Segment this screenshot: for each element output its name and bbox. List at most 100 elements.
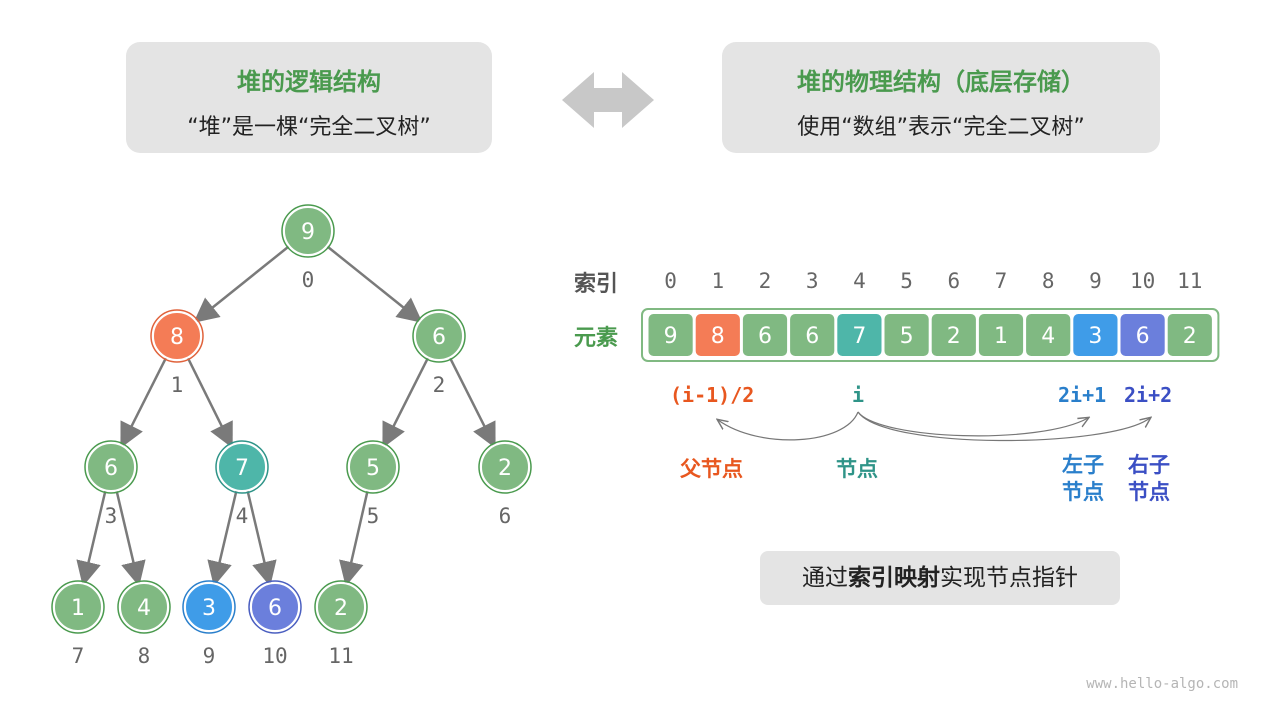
array-cell-value: 9 [664, 324, 678, 349]
tree-node [348, 442, 398, 492]
tree-edge [448, 356, 496, 449]
tree-node [283, 206, 333, 256]
array-index: 11 [1177, 269, 1202, 293]
array-cell [1167, 314, 1212, 356]
tree-node-value: 3 [202, 596, 216, 621]
array-cell [1120, 314, 1165, 356]
tree-node-value: 2 [498, 456, 512, 481]
array-cell-value: 6 [805, 324, 819, 349]
tree-edge [193, 245, 291, 323]
tree-node-index: 5 [367, 504, 380, 528]
array-cell-value: 7 [852, 324, 866, 349]
curve-to-parent [718, 411, 859, 441]
array-index: 4 [853, 269, 866, 293]
physical-structure-title: 堆的物理结构（底层存储） [797, 68, 1085, 96]
tree-node [53, 582, 103, 632]
tree-edge [382, 356, 430, 449]
tree-node [119, 582, 169, 632]
array-cell [931, 314, 976, 356]
tree-node-value: 2 [334, 596, 348, 621]
logical-structure-title: 堆的逻辑结构 [237, 68, 381, 96]
tree-edge [339, 490, 369, 587]
tree-node-value: 5 [366, 456, 380, 481]
array-cell [978, 314, 1024, 356]
tree-node-ring [117, 580, 171, 634]
tree-node-index: 8 [138, 644, 151, 668]
tree-node-value: 7 [235, 456, 249, 481]
tree-node-ring [412, 309, 466, 363]
left-child-label: 左子 节点 [1062, 453, 1104, 504]
right-child-formula: 2i+2 [1124, 383, 1173, 407]
array-cell-value: 8 [711, 324, 725, 349]
tree-node [316, 582, 366, 632]
tree-node-value: 1 [71, 596, 85, 621]
array-cell-value: 4 [1041, 324, 1055, 349]
watermark: www.hello-algo.com [1086, 676, 1238, 692]
tree-edge [76, 490, 107, 587]
note-suffix: 实现节点指针 [940, 565, 1078, 591]
array-cell-value: 2 [1183, 324, 1197, 349]
tree-node-ring [182, 580, 236, 634]
note-prefix: 通过 [802, 565, 848, 591]
tree-node-index: 6 [499, 504, 512, 528]
array-cell-value: 3 [1088, 324, 1102, 349]
parent-formula: (i-1)/2 [670, 383, 755, 407]
tree-node-index: 4 [236, 504, 249, 528]
tree-node-value: 9 [301, 220, 315, 245]
curve-to-left-child [857, 411, 1088, 437]
array-index: 1 [711, 269, 724, 293]
tree-node-index: 1 [171, 373, 184, 397]
tree-node-value: 4 [137, 596, 151, 621]
tree-node-value: 6 [432, 325, 446, 350]
tree-node [184, 582, 234, 632]
array-cell-value: 6 [1136, 324, 1150, 349]
tree-edge [115, 490, 146, 587]
tree-edge [207, 490, 238, 587]
array-index: 8 [1042, 269, 1055, 293]
tree-node-value: 8 [170, 325, 184, 350]
double-arrow-icon [562, 72, 654, 128]
tree-node-value: 6 [268, 596, 282, 621]
tree-node-index: 7 [72, 644, 85, 668]
tree-edge [120, 356, 168, 449]
self-formula: i [852, 383, 865, 407]
right-child-label: 右子 节点 [1128, 453, 1170, 504]
tree-node [152, 311, 202, 361]
tree-node-ring [51, 580, 105, 634]
array-cell-value: 5 [900, 324, 914, 349]
tree-node-ring [248, 580, 302, 634]
array-index: 5 [900, 269, 913, 293]
array-cell [790, 314, 835, 356]
tree-node-ring [478, 440, 532, 494]
array-cell-value: 2 [947, 324, 961, 349]
array-index: 9 [1089, 269, 1102, 293]
tree-node [480, 442, 530, 492]
array-index: 3 [806, 269, 819, 293]
index-row-label: 索引 [574, 272, 619, 297]
tree-edge [325, 245, 423, 323]
array-index: 6 [947, 269, 960, 293]
self-node-label: 节点 [836, 457, 878, 481]
index-mapping-note: 通过索引映射实现节点指针 [760, 551, 1120, 605]
array-cell [648, 314, 693, 356]
tree-node [250, 582, 300, 632]
array-index: 7 [995, 269, 1008, 293]
tree-node-index: 3 [105, 504, 118, 528]
logical-structure-panel: 堆的逻辑结构 “堆”是一棵“完全二叉树” [126, 42, 492, 153]
tree-node-index: 2 [433, 373, 446, 397]
array-cell [1073, 314, 1118, 356]
logical-structure-subtitle: “堆”是一棵“完全二叉树” [187, 115, 431, 140]
array-cell [837, 314, 882, 356]
tree-node-ring [215, 440, 269, 494]
tree-node-ring [84, 440, 138, 494]
left-child-formula: 2i+1 [1058, 383, 1107, 407]
array-index: 10 [1130, 269, 1155, 293]
array-cell-value: 1 [994, 324, 1008, 349]
array-cell [742, 314, 788, 356]
tree-node [217, 442, 267, 492]
array-index: 0 [664, 269, 677, 293]
tree-node-index: 0 [302, 268, 315, 292]
tree-node [86, 442, 136, 492]
tree-node-index: 10 [262, 644, 287, 668]
element-row-label: 元素 [574, 326, 619, 351]
